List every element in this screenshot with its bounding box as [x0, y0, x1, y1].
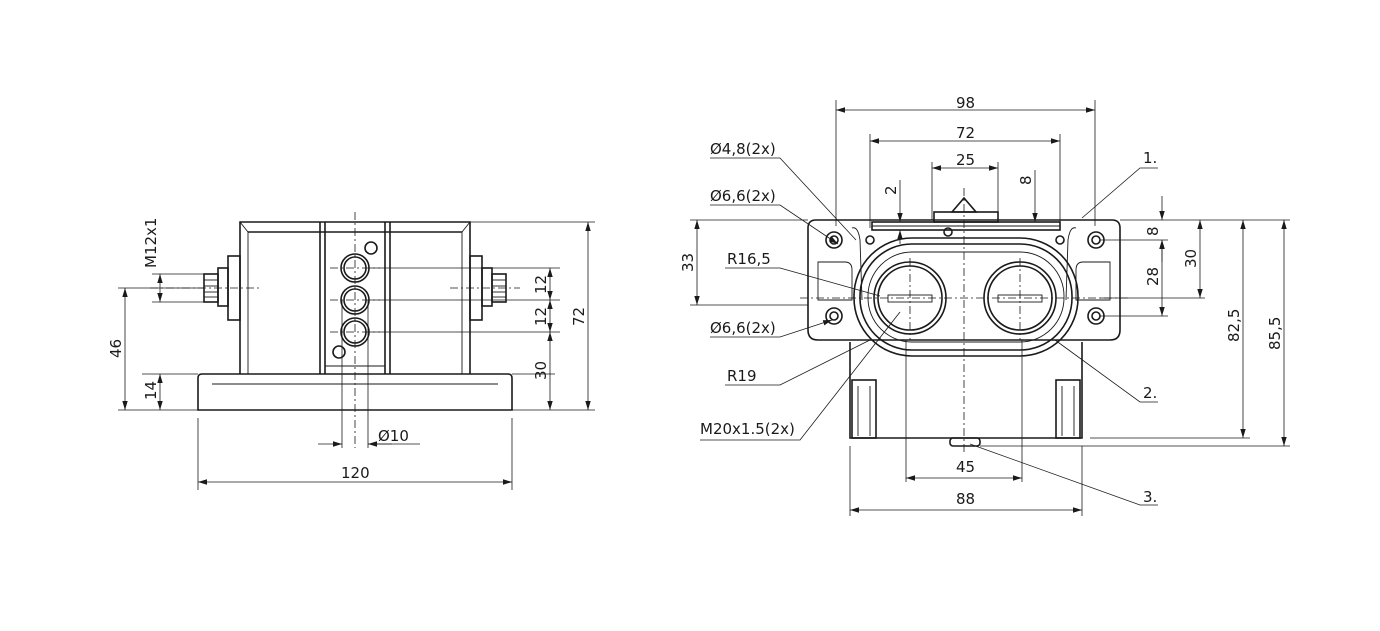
dim-120: 120 [341, 464, 370, 482]
label-phi-4-8: Ø4,8(2x) [710, 140, 776, 158]
dim-25: 25 [956, 151, 975, 169]
connector-left [203, 267, 229, 307]
dim-12-lower: 12 [532, 307, 550, 326]
dim-8-right: 8 [1144, 226, 1162, 236]
dim-12-upper: 12 [532, 275, 550, 294]
dim-30: 30 [532, 361, 550, 380]
label-r16-5: R16,5 [727, 250, 771, 268]
side-view: M12x1 46 14 30 12 12 72 Ø10 120 [107, 212, 595, 490]
callout-1: 1. [1143, 149, 1157, 167]
label-m20: M20x1.5(2x) [700, 420, 795, 438]
dim-98: 98 [956, 94, 975, 112]
dim-8-top: 8 [1017, 175, 1035, 185]
dim-46: 46 [107, 339, 125, 358]
dim-2: 2 [882, 185, 900, 195]
dim-phi10: Ø10 [378, 427, 409, 445]
dim-45: 45 [956, 458, 975, 476]
dim-72: 72 [570, 307, 588, 326]
dim-28: 28 [1144, 267, 1162, 286]
label-phi-6-6-upper: Ø6,6(2x) [710, 187, 776, 205]
callout-2: 2. [1143, 384, 1157, 402]
callout-3: 3. [1143, 488, 1157, 506]
dim-14: 14 [142, 381, 160, 400]
dim-82-5: 82,5 [1225, 309, 1243, 342]
label-phi-6-6-lower: Ø6,6(2x) [710, 319, 776, 337]
dim-85-5: 85,5 [1266, 317, 1284, 350]
dim-33: 33 [679, 253, 697, 272]
label-r19: R19 [727, 367, 757, 385]
dim-30-right: 30 [1182, 249, 1200, 268]
front-view: 98 72 25 2 8 33 8 28 30 82,5 85,5 45 88 … [679, 94, 1290, 516]
dim-88: 88 [956, 490, 975, 508]
dim-72-front: 72 [956, 124, 975, 142]
dim-thread-m12: M12x1 [142, 218, 160, 268]
